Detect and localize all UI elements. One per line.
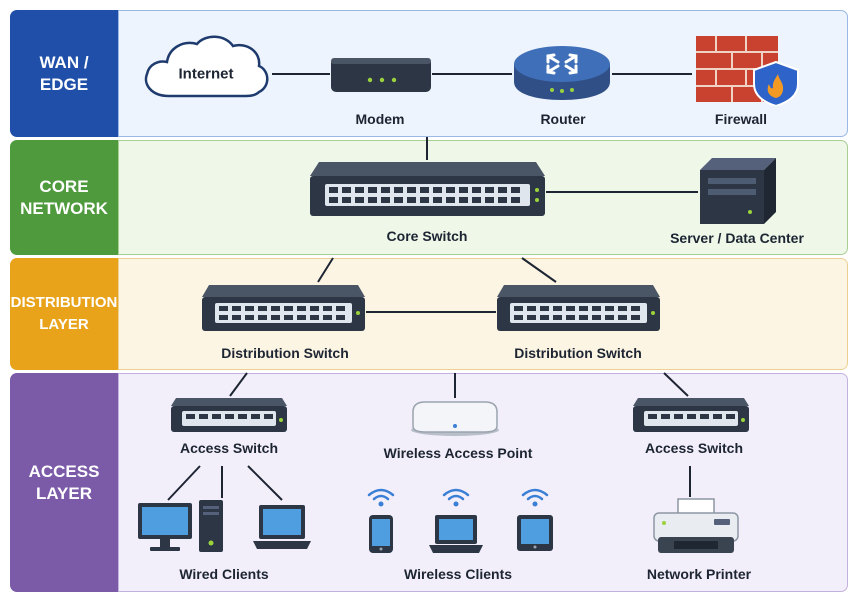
modem-icon (331, 58, 431, 92)
link-core-dist-left (317, 257, 334, 283)
router (512, 42, 612, 102)
wifi-icon (367, 488, 395, 507)
desktop-icon (138, 503, 192, 551)
wifi-icon (521, 488, 549, 507)
server (698, 156, 778, 226)
desktop-computer (136, 501, 194, 553)
distribution-switch-right (496, 283, 661, 333)
network-printer-label: Network Printer (646, 566, 752, 582)
switch-icon (202, 285, 365, 331)
internet-cloud (139, 30, 273, 102)
wifi-signal-1 (366, 486, 396, 508)
modem (330, 56, 432, 96)
laptop-icon (253, 505, 311, 549)
router-label: Router (540, 111, 586, 127)
server-icon (700, 158, 776, 224)
printer-icon (653, 498, 739, 553)
access-switch-left-label: Access Switch (179, 440, 279, 456)
link-access-laptop (247, 465, 283, 501)
modem-label: Modem (355, 111, 405, 127)
core-switch-label: Core Switch (386, 228, 468, 244)
wired-clients-label: Wired Clients (179, 566, 269, 582)
wifi-signal-2 (441, 486, 471, 508)
switch-icon (497, 285, 660, 331)
access-switch-right-label: Access Switch (644, 440, 744, 456)
pc-tower (198, 499, 224, 553)
firewall-label: Firewall (714, 111, 768, 127)
wireless-access-point (407, 398, 503, 438)
wifi-icon (442, 488, 470, 507)
link-core-dist-right (521, 257, 557, 283)
access-switch-left (170, 396, 288, 434)
pc-tower-icon (199, 500, 223, 552)
wifi-signal-3 (520, 486, 550, 508)
wireless-clients-label: Wireless Clients (403, 566, 513, 582)
tablet-icon (517, 515, 553, 551)
wireless-ap-icon (411, 401, 499, 436)
server-label: Server / Data Center (670, 230, 804, 246)
link-access-desktop (167, 465, 201, 501)
distribution-layer-label: DISTRIBUTION LAYER (10, 258, 118, 370)
laptop-icon (429, 515, 483, 553)
cloud-icon (144, 35, 269, 98)
core-network-layer-label: CORE NETWORK (10, 140, 118, 255)
distribution-switch-left (201, 283, 366, 333)
switch-icon (171, 398, 287, 432)
smartphone (368, 514, 394, 554)
switch-icon (310, 162, 545, 216)
tablet (516, 514, 554, 552)
flame-icon (767, 74, 784, 98)
access-layer-label: ACCESS LAYER (10, 373, 118, 592)
access-switch-right (632, 396, 750, 434)
wireless-laptop (428, 514, 484, 554)
distribution-switch-left-label: Distribution Switch (221, 345, 349, 361)
internet-label: Internet (178, 65, 234, 83)
link-dist-access-left (229, 372, 248, 397)
link-dist-access-right (663, 372, 689, 397)
wired-laptop (251, 503, 313, 551)
phone-icon (369, 515, 393, 553)
switch-icon (633, 398, 749, 432)
router-icon (514, 46, 610, 100)
distribution-switch-right-label: Distribution Switch (514, 345, 642, 361)
firewall-icon (696, 36, 799, 106)
firewall (694, 34, 802, 106)
core-switch (309, 160, 546, 218)
network-printer (652, 497, 740, 555)
wireless-access-point-label: Wireless Access Point (383, 445, 533, 461)
wan-edge-layer-label: WAN / EDGE (10, 10, 118, 137)
